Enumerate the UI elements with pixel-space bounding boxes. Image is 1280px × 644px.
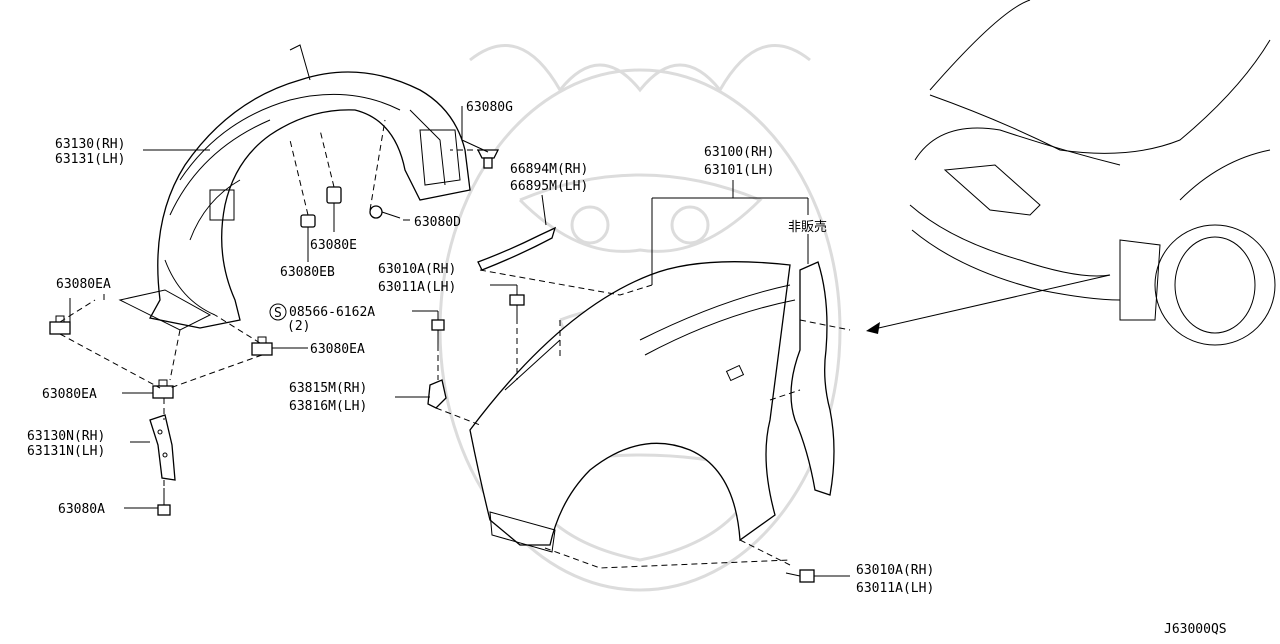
labels: 63130(RH) 63131(LH) 63080G 63080D 63080E… xyxy=(27,100,1227,637)
bolt-lower-part xyxy=(785,569,815,583)
fender-protector-part xyxy=(118,44,471,331)
label-clip-ea-right: 63080EA xyxy=(310,342,365,357)
front-fender-part xyxy=(469,261,796,553)
leader-lines xyxy=(69,106,850,577)
label-seal-lh: 66895M(LH) xyxy=(510,179,588,194)
clip-a-bolt-part xyxy=(157,488,171,516)
label-mid-bracket-rh: 63815M(RH) xyxy=(289,381,367,396)
clip-e-part xyxy=(326,186,342,204)
clip-g-part xyxy=(476,149,500,169)
label-front-fender-rh: 63100(RH) xyxy=(704,145,774,160)
label-fender-protector-rh: 63130(RH) xyxy=(55,137,125,152)
label-clip-ea-left: 63080EA xyxy=(56,277,111,292)
label-screw-code: 08566-6162A xyxy=(289,305,375,320)
mid-bracket-part xyxy=(427,379,447,409)
label-bolt-upper-lh: 63011A(LH) xyxy=(378,280,456,295)
label-clip-a: 63080A xyxy=(58,502,105,517)
screw-symbol-circle xyxy=(269,303,287,321)
clip-ea-left-part xyxy=(49,315,71,335)
label-protector-bracket-lh: 63131N(LH) xyxy=(27,444,105,459)
vehicle-view xyxy=(866,0,1276,346)
label-clip-d: 63080D xyxy=(414,215,461,230)
label-mid-bracket-lh: 63816M(LH) xyxy=(289,399,367,414)
alignment-lines xyxy=(59,119,851,569)
label-protector-bracket-rh: 63130N(RH) xyxy=(27,429,105,444)
fender-reinforcement-part xyxy=(790,261,835,496)
label-bolt-upper-rh: 63010A(RH) xyxy=(378,262,456,277)
seal-strip-part xyxy=(477,226,557,271)
clip-ea-lower-part xyxy=(152,379,174,399)
clip-d-part xyxy=(369,205,401,219)
bolt-upper-part xyxy=(509,294,525,318)
label-screw-symbol: S xyxy=(274,306,282,321)
label-clip-e: 63080E xyxy=(310,238,357,253)
label-clip-ea-lower: 63080EA xyxy=(42,387,97,402)
protector-bracket-part xyxy=(149,414,176,481)
label-screw-qty: (2) xyxy=(287,319,310,334)
label-clip-g: 63080G xyxy=(466,100,513,115)
clip-eb-part xyxy=(300,214,316,228)
label-bolt-lower-lh: 63011A(LH) xyxy=(856,581,934,596)
diagram-id: J63000QS xyxy=(1164,622,1227,637)
label-not-for-sale: 非販売 xyxy=(788,219,827,235)
label-bolt-lower-rh: 63010A(RH) xyxy=(856,563,934,578)
label-fender-protector-lh: 63131(LH) xyxy=(55,152,125,167)
label-front-fender-lh: 63101(LH) xyxy=(704,163,774,178)
screw-part xyxy=(431,319,445,345)
label-clip-eb: 63080EB xyxy=(280,265,335,280)
label-seal-rh: 66894M(RH) xyxy=(510,162,588,177)
